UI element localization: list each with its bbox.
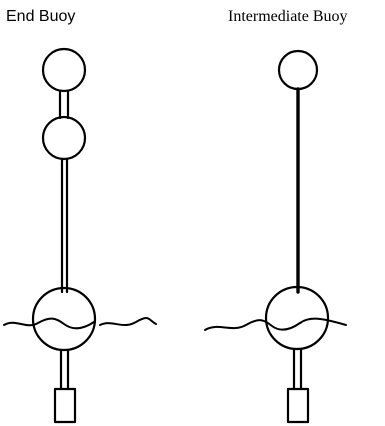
end-buoy-second-float <box>41 115 87 161</box>
end-buoy-water-line <box>3 317 157 330</box>
end-buoy-mast <box>60 157 69 294</box>
intermediate-buoy-weight <box>286 387 310 424</box>
intermediate-buoy-top-float <box>277 49 319 91</box>
end-buoy-lower-stem <box>59 348 70 391</box>
intermediate-buoy-main-float <box>264 285 330 351</box>
end-buoy-weight <box>53 387 77 424</box>
end-buoy-label: End Buoy <box>6 8 76 25</box>
end-buoy-upper-link <box>58 89 70 120</box>
intermediate-buoy-label: Intermediate Buoy <box>228 8 348 25</box>
intermediate-buoy-water-line <box>204 317 347 331</box>
end-buoy-top-float <box>41 47 87 93</box>
intermediate-buoy-lower-stem <box>292 347 303 391</box>
intermediate-buoy <box>204 49 347 424</box>
end-buoy-main-float <box>31 286 97 352</box>
end-buoy <box>3 47 157 424</box>
